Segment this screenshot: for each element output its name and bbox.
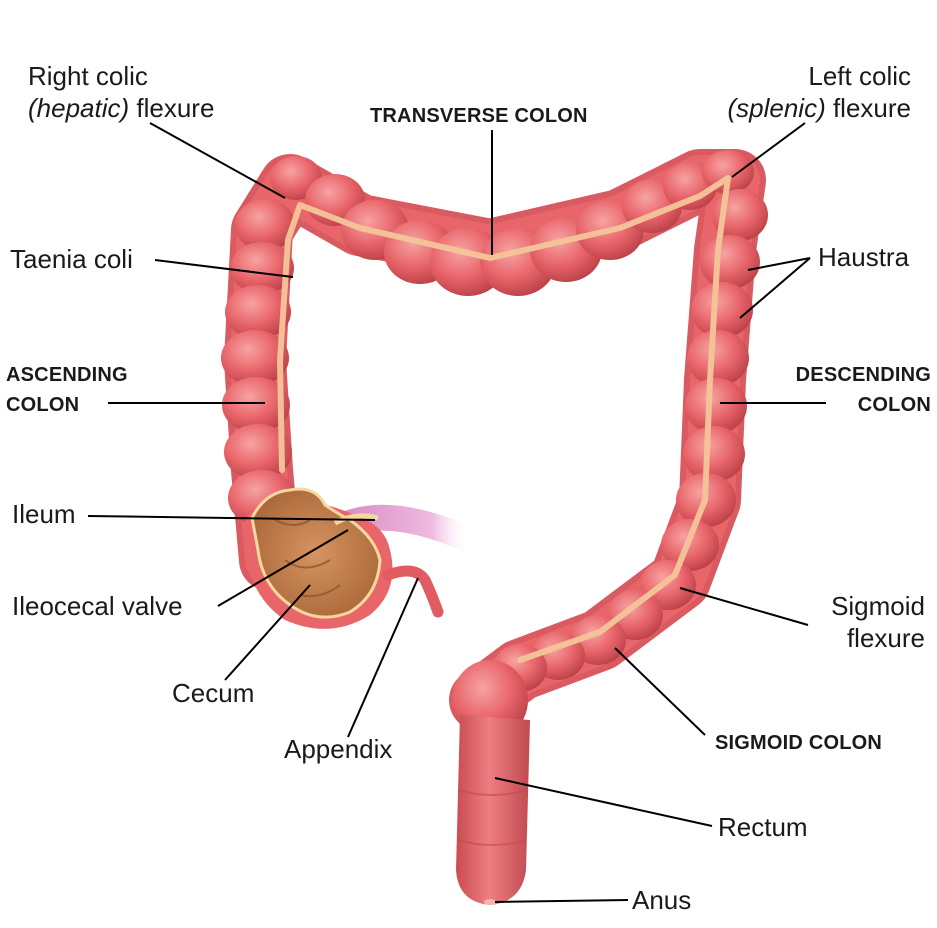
label-rectum: Rectum xyxy=(718,812,808,842)
label-descending-colon: DESCENDING COLON xyxy=(796,360,931,420)
label-descending-line1: DESCENDING xyxy=(795,364,931,386)
sigmoid-colon-haustra xyxy=(493,560,696,692)
leader-ileocecal xyxy=(217,529,349,607)
label-taenia-coli: Taenia coli xyxy=(10,244,133,274)
label-ileum: Ileum xyxy=(12,499,76,529)
taenia-coli-band xyxy=(277,175,731,663)
label-transverse-colon: TRANSVERSE COLON xyxy=(370,105,588,127)
leader-taenia xyxy=(154,259,294,278)
anus-opening xyxy=(484,899,496,905)
label-right-colic-flexure: Right colic (hepatic) flexure xyxy=(28,60,214,124)
label-flexure-left: flexure xyxy=(825,93,911,123)
label-anus: Anus xyxy=(632,885,692,915)
rectum xyxy=(452,660,530,905)
label-splenic: (splenic) xyxy=(727,93,826,123)
cecum xyxy=(244,487,393,629)
ileocecal-valve-shape xyxy=(333,513,379,526)
label-left-colic-line2: (splenic) flexure xyxy=(727,92,911,124)
label-appendix: Appendix xyxy=(284,734,393,764)
appendix xyxy=(382,565,444,618)
leader-ileum xyxy=(87,515,376,521)
leader-sigmoid-flexure xyxy=(679,587,809,626)
label-sigmoid-flexure-line2: flexure xyxy=(846,623,925,653)
label-flexure: flexure xyxy=(129,93,215,123)
leader-right-colic xyxy=(149,122,286,199)
label-descending-line2: COLON xyxy=(857,394,931,416)
label-sigmoid-flexure: Sigmoid flexure xyxy=(831,590,925,654)
label-right-colic-line2: (hepatic) flexure xyxy=(28,92,214,124)
label-right-colic-line1: Right colic xyxy=(28,61,148,91)
label-left-colic-line1: Left colic xyxy=(808,61,911,91)
leader-rectum xyxy=(494,777,713,827)
label-left-colic-flexure: Left colic (splenic) flexure xyxy=(727,60,911,124)
leader-haustra-2 xyxy=(739,257,811,319)
label-sigmoid-flexure-line1: Sigmoid xyxy=(831,591,925,621)
cecum-interior xyxy=(250,487,382,619)
leader-left-colic xyxy=(731,122,806,178)
label-haustra: Haustra xyxy=(818,242,910,272)
label-sigmoid-colon: SIGMOID COLON xyxy=(715,732,883,754)
leader-anus xyxy=(494,899,629,903)
label-hepatic: (hepatic) xyxy=(28,93,130,123)
label-ascending-line2: COLON xyxy=(6,394,80,416)
leader-lines xyxy=(87,122,826,903)
label-cecum: Cecum xyxy=(172,678,255,708)
leader-haustra-1 xyxy=(747,257,811,271)
leader-appendix xyxy=(347,577,419,738)
leader-cecum xyxy=(224,584,311,681)
label-ascending-line1: ASCENDING xyxy=(6,364,128,386)
label-ascending-colon: ASCENDING COLON xyxy=(6,360,128,420)
leader-sigmoid-colon xyxy=(614,647,706,736)
label-ileocecal-valve: Ileocecal valve xyxy=(12,591,183,621)
